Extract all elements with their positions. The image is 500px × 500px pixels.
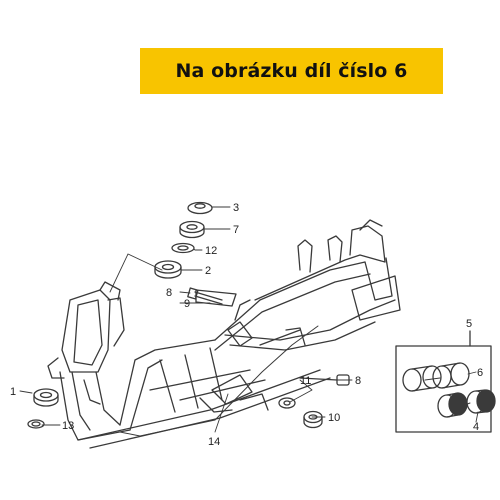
callout-8-right: 8 — [355, 375, 361, 387]
part-6-bushing-right — [432, 362, 470, 389]
part-3-cap — [187, 201, 213, 215]
part-1-bushing — [33, 388, 59, 407]
part-9-bolt — [187, 287, 223, 305]
part-5-assembly-box — [395, 330, 496, 433]
callout-7: 7 — [233, 224, 239, 236]
callout-3: 3 — [233, 202, 239, 214]
callout-1: 1 — [10, 386, 16, 398]
callout-8-left: 8 — [166, 287, 172, 299]
callout-10: 10 — [328, 412, 340, 424]
part-4-bushing-left — [437, 392, 468, 418]
callout-12: 12 — [205, 245, 217, 257]
callout-14: 14 — [208, 436, 220, 448]
callout-5: 5 — [466, 318, 472, 330]
part-12-washer — [171, 242, 195, 254]
callout-9: 9 — [184, 298, 190, 310]
scooter-frame — [47, 219, 401, 449]
callout-13: 13 — [62, 420, 74, 432]
leader-lines — [19, 206, 353, 433]
part-8-bolt-right — [299, 374, 350, 386]
callout-11: 11 — [300, 375, 311, 387]
callout-6: 6 — [477, 367, 483, 379]
part-10-nut — [303, 410, 323, 429]
part-11-washer — [278, 397, 296, 409]
part-4-bushing-right — [466, 389, 496, 414]
callout-4: 4 — [473, 421, 479, 433]
part-number-banner: Na obrázku díl číslo 6 — [140, 48, 443, 94]
part-7-bearing — [179, 220, 205, 239]
part-6-bushing-left — [402, 365, 442, 392]
banner-text: Na obrázku díl číslo 6 — [175, 60, 408, 82]
callout-2: 2 — [205, 265, 211, 277]
part-2-race — [154, 260, 182, 279]
part-13-ring — [27, 419, 45, 429]
